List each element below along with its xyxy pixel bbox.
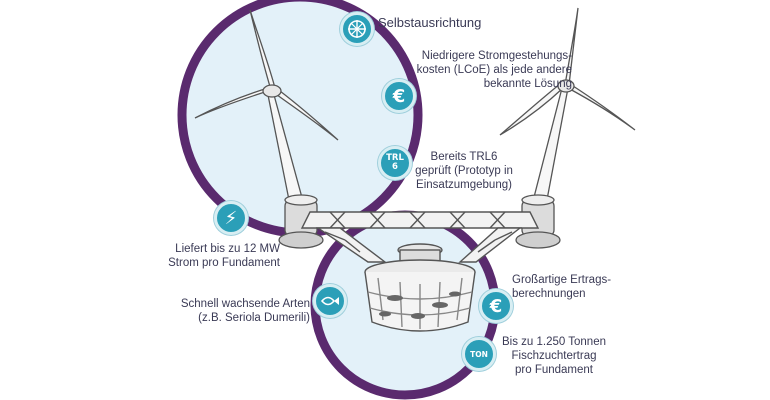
feature-yield: Bis zu 1.250 Tonnen Fischzuchtertrag pro…: [501, 336, 606, 376]
feature-species: Schnell wachsende Arten (z.B. Seriola Du…: [180, 298, 310, 324]
euro-revenue-icon: €: [479, 289, 513, 323]
feature-trl6: Bereits TRL6 geprüft (Prototyp in Einsat…: [415, 151, 513, 191]
fish-icon: [313, 284, 347, 318]
lightning-icon: ⚡: [214, 201, 248, 235]
feature-revenue: Großartige Ertrags- berechnungen: [512, 274, 612, 300]
right-wind-turbine: [499, 7, 636, 249]
compass-icon: [340, 12, 374, 46]
truss-frame: [300, 211, 540, 263]
fish-cage: [364, 243, 476, 332]
feature-self-alignment: Selbstausrichtung: [378, 15, 482, 30]
trl6-icon: TRL 6: [378, 146, 412, 180]
feature-lcoe: Niedrigere Stromgestehungs- kosten (LCoE…: [416, 50, 572, 90]
feature-power: Liefert bis zu 12 MW Strom pro Fundament: [168, 243, 280, 269]
weight-ton-icon: TON: [462, 337, 496, 371]
euro-icon: €: [382, 79, 416, 113]
